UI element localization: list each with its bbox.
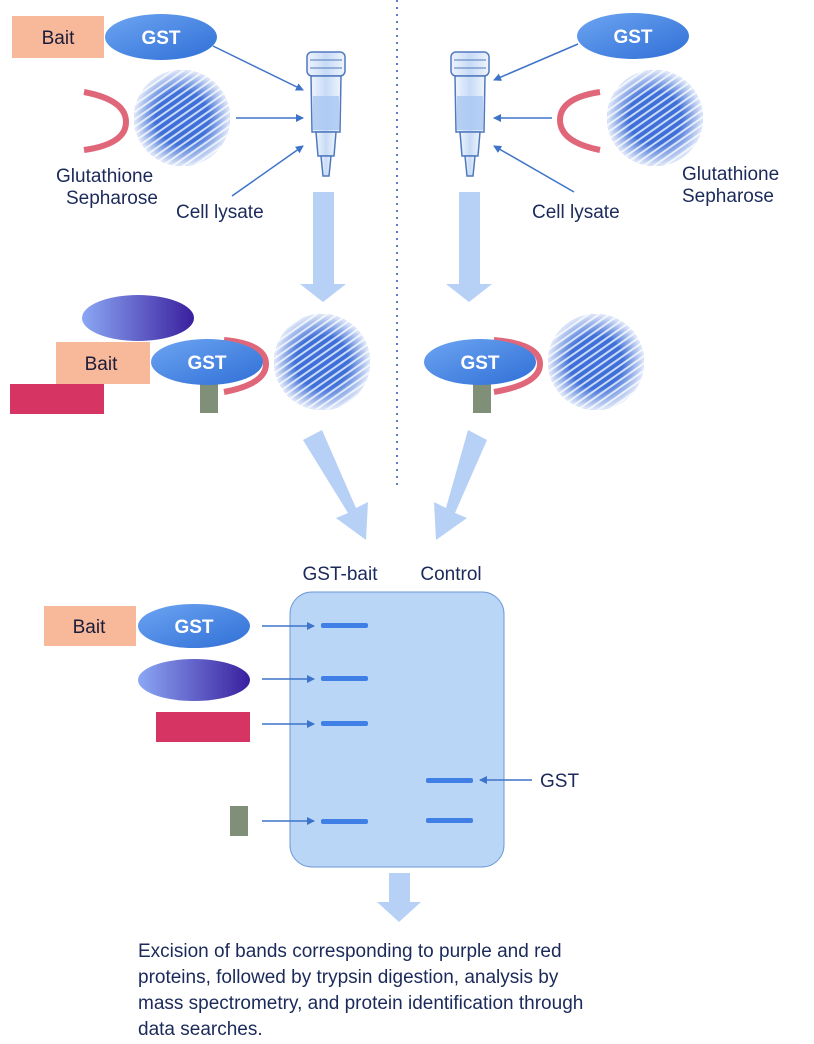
sepharose-arc-mid <box>223 337 270 395</box>
bead-mid-right-fade <box>548 314 644 410</box>
cell-lysate-label-right: Cell lysate <box>532 202 620 223</box>
band-red <box>321 721 368 726</box>
band-grey <box>321 819 368 824</box>
caption-line-1: Excision of bands corresponding to purpl… <box>138 941 562 962</box>
lane-label-control: Control <box>420 564 481 585</box>
flow-arrow-right-1 <box>446 192 492 302</box>
flow-arrow-left-2 <box>303 430 368 540</box>
grey-protein <box>200 383 218 413</box>
bound-complex-left: Bait GST <box>10 295 370 414</box>
bait-box-mid <box>56 342 150 384</box>
gst-band-label: GST <box>540 771 579 792</box>
bead-fade <box>134 70 230 166</box>
gel-legend-gst <box>138 604 250 648</box>
glutathione-label-right-line1: Glutathione <box>682 164 779 185</box>
gel <box>289 591 505 868</box>
bait-label: Bait <box>42 28 75 49</box>
gel-legend-bait-label: Bait <box>73 617 106 638</box>
bead-right-fade <box>607 70 703 166</box>
arrow-gst-to-tube-left <box>212 45 304 91</box>
flow-arrow-left-1 <box>300 192 346 302</box>
glutathione-label-right-line2: Sepharose <box>682 186 774 207</box>
sepharose-arc-right <box>556 89 601 153</box>
gst-tag-right <box>577 13 689 59</box>
gst-tag <box>105 14 217 60</box>
flow-arrow-right-2 <box>434 430 487 540</box>
flow-arrow-bottom <box>377 873 421 922</box>
arrow-gst-to-tube-right <box>493 43 579 81</box>
sepharose-arc-mid-right <box>493 337 544 395</box>
gst-label-mid-right: GST <box>460 353 499 374</box>
grey-protein-right <box>473 383 491 413</box>
bait-label-mid: Bait <box>85 354 118 375</box>
gel-legend-bait <box>44 606 136 646</box>
caption-line-3: mass spectrometry, and protein identific… <box>138 993 583 1014</box>
right-inputs: GST Glutathione Sepharose Cell lysate <box>532 13 779 223</box>
lane-label-gst-bait: GST-bait <box>303 564 379 585</box>
gel-legend-purple <box>138 659 250 701</box>
purple-protein <box>82 295 194 341</box>
bead-mid-fade <box>274 314 370 410</box>
gel-legend-grey <box>230 806 248 836</box>
gst-label-right: GST <box>613 27 652 48</box>
glutathione-label-line2: Sepharose <box>66 188 158 209</box>
gel-legend-red <box>156 712 250 742</box>
arrow-lysate-to-tube-right <box>493 145 575 193</box>
right-column-tube <box>450 51 490 177</box>
arrow-lysate-to-tube-left <box>231 145 304 197</box>
gst-tag-mid <box>151 339 263 385</box>
left-column-tube <box>306 51 346 177</box>
glutathione-label-line1: Glutathione <box>56 166 153 187</box>
band-control-lower <box>426 818 473 823</box>
left-inputs: Bait GST Glutathione Sepharose Cell lysa… <box>12 14 264 223</box>
gst-label-mid: GST <box>187 353 226 374</box>
red-protein <box>10 384 104 414</box>
bait-box <box>12 16 104 58</box>
gel-legend-gst-label: GST <box>174 617 213 638</box>
caption-line-2: proteins, followed by trypsin digestion,… <box>138 967 559 988</box>
cell-lysate-label: Cell lysate <box>176 202 264 223</box>
gst-tag-mid-right <box>424 339 536 385</box>
band-purple <box>321 676 368 681</box>
bound-complex-right: GST <box>424 314 644 413</box>
band-gst-bait <box>321 623 368 628</box>
sepharose-arc <box>83 89 130 153</box>
band-control-gst <box>426 778 473 783</box>
gst-label: GST <box>141 28 180 49</box>
caption-line-4: data searches. <box>138 1019 263 1040</box>
